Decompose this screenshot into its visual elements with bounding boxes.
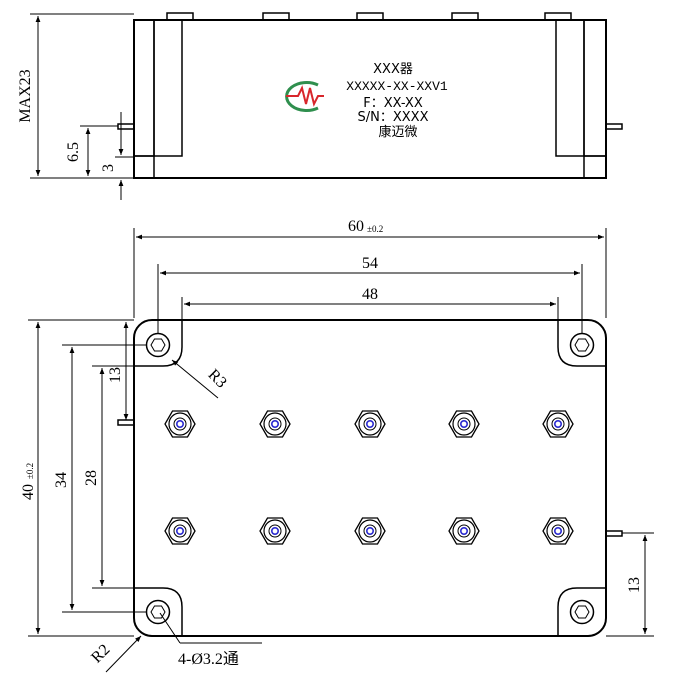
corner-notch-bl — [134, 587, 183, 636]
side-pin-right — [605, 123, 623, 130]
rf-connector — [448, 410, 480, 438]
top-view-body — [133, 319, 607, 637]
top-view-pin-left — [117, 419, 135, 426]
dim-40-text: 40 — [20, 484, 37, 500]
label-serial: S/N：XXXX — [358, 110, 429, 125]
top-connector — [166, 12, 194, 21]
rf-connector — [354, 410, 386, 438]
top-connector — [544, 12, 572, 21]
company-logo — [285, 81, 324, 112]
side-dim-lines — [30, 13, 134, 200]
corner-notch-br — [557, 587, 606, 636]
hole-callout-text: 4-Ø3.2通 — [178, 650, 239, 668]
left-bracket-outer — [133, 19, 155, 157]
dim-13-top-text: 13 — [107, 367, 124, 383]
top-view — [117, 319, 623, 637]
product-label: XXX器 XXXXX-XX-XXV1 F：XX-XX S/N：XXXX 康迈微 — [346, 62, 448, 140]
side-view — [117, 12, 623, 179]
right-bracket-inner — [555, 19, 585, 157]
dim-48-text: 48 — [362, 286, 378, 303]
top-connector — [262, 12, 290, 21]
corner-notch-tr — [557, 320, 606, 367]
right-bracket-outer — [583, 19, 607, 157]
dim-34-text: 34 — [53, 472, 70, 488]
right-foot — [583, 155, 607, 179]
mounting-hole — [145, 332, 171, 358]
dim-60-tolerance: ±0.2 — [367, 224, 383, 234]
rf-connector — [259, 410, 291, 438]
dim-13-right-text: 13 — [626, 577, 643, 593]
connector-grid — [164, 410, 574, 545]
top-dim-lines — [28, 228, 654, 673]
label-frequency: F：XX-XX — [363, 96, 423, 111]
dim-28-text: 28 — [83, 470, 100, 486]
rf-connector — [448, 517, 480, 545]
mounting-hole — [145, 599, 171, 625]
dim-6-5-text: 6.5 — [65, 142, 82, 162]
hole-leader — [159, 612, 181, 644]
mounting-hole — [569, 332, 595, 358]
top-connectors — [166, 12, 572, 21]
top-view-pin-right — [605, 530, 623, 537]
rf-connector — [259, 517, 291, 545]
dim-54-text: 54 — [362, 255, 378, 272]
label-brand: 康迈微 — [378, 124, 417, 140]
top-connector — [451, 12, 479, 21]
dim-60-text: 60 — [348, 218, 364, 235]
r2-leader — [105, 635, 142, 673]
rf-connector — [164, 410, 196, 438]
mounting-hole — [569, 599, 595, 625]
rf-connector — [354, 517, 386, 545]
dim-40-tolerance: ±0.2 — [25, 463, 35, 479]
rf-connector — [164, 517, 196, 545]
radius-r2-text: R2 — [88, 641, 113, 666]
label-model: XXXXX-XX-XXV1 — [346, 79, 448, 94]
rf-connector — [542, 410, 574, 438]
left-bracket-inner — [153, 19, 183, 157]
left-foot — [133, 155, 155, 179]
side-pin-left — [117, 123, 135, 130]
label-product-name: XXX器 — [373, 62, 413, 77]
r3-leader — [171, 359, 219, 399]
radius-r3-text: R3 — [205, 366, 230, 391]
dim-3-text: 3 — [100, 164, 117, 172]
dim-max23-text: MAX23 — [17, 69, 34, 122]
top-connector — [356, 12, 384, 21]
rf-connector — [542, 517, 574, 545]
